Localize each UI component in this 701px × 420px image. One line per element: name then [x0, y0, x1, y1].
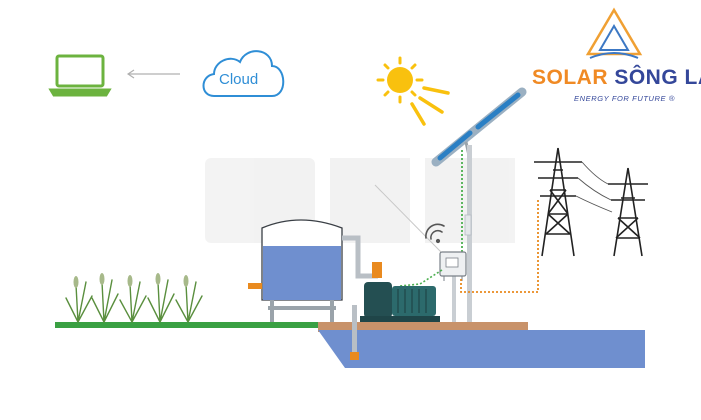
- tank-inlet-pipe: [342, 235, 378, 279]
- wifi-icon: [425, 223, 445, 244]
- brand-name: SOLAR SÔNG LAM: [532, 66, 701, 90]
- pump-icon: [360, 282, 440, 322]
- cloud-icon: [202, 50, 285, 97]
- solar-panel-icon: [431, 87, 527, 167]
- laptop-icon: [48, 54, 112, 97]
- panel-pole: [452, 145, 472, 325]
- power-tower-icon: [534, 147, 648, 257]
- pump-signal-line: [399, 269, 443, 287]
- water-tank-icon: [248, 219, 343, 322]
- cloud-label: Cloud: [219, 71, 259, 88]
- brand-tagline: ENERGY FOR FUTURE ®: [574, 94, 675, 103]
- water-well: [318, 330, 645, 368]
- crop-heads: [73, 273, 189, 288]
- well-pipe: [350, 305, 359, 360]
- crop-plants: [65, 279, 203, 323]
- power-lines: [575, 161, 613, 213]
- sun-icon: [376, 56, 450, 126]
- logo-icon: [585, 7, 643, 59]
- grass-strip: [55, 322, 325, 328]
- inverter-icon: [439, 251, 467, 281]
- inlet-valve: [372, 262, 382, 278]
- leader-line: [374, 184, 442, 253]
- ground-soil: [318, 322, 528, 332]
- cloud-to-laptop-arrow: [126, 69, 180, 79]
- grid-power-line: [460, 200, 539, 293]
- brand-name-part1: SOLAR: [532, 66, 608, 89]
- brand-name-part2: SÔNG LAM: [614, 66, 701, 89]
